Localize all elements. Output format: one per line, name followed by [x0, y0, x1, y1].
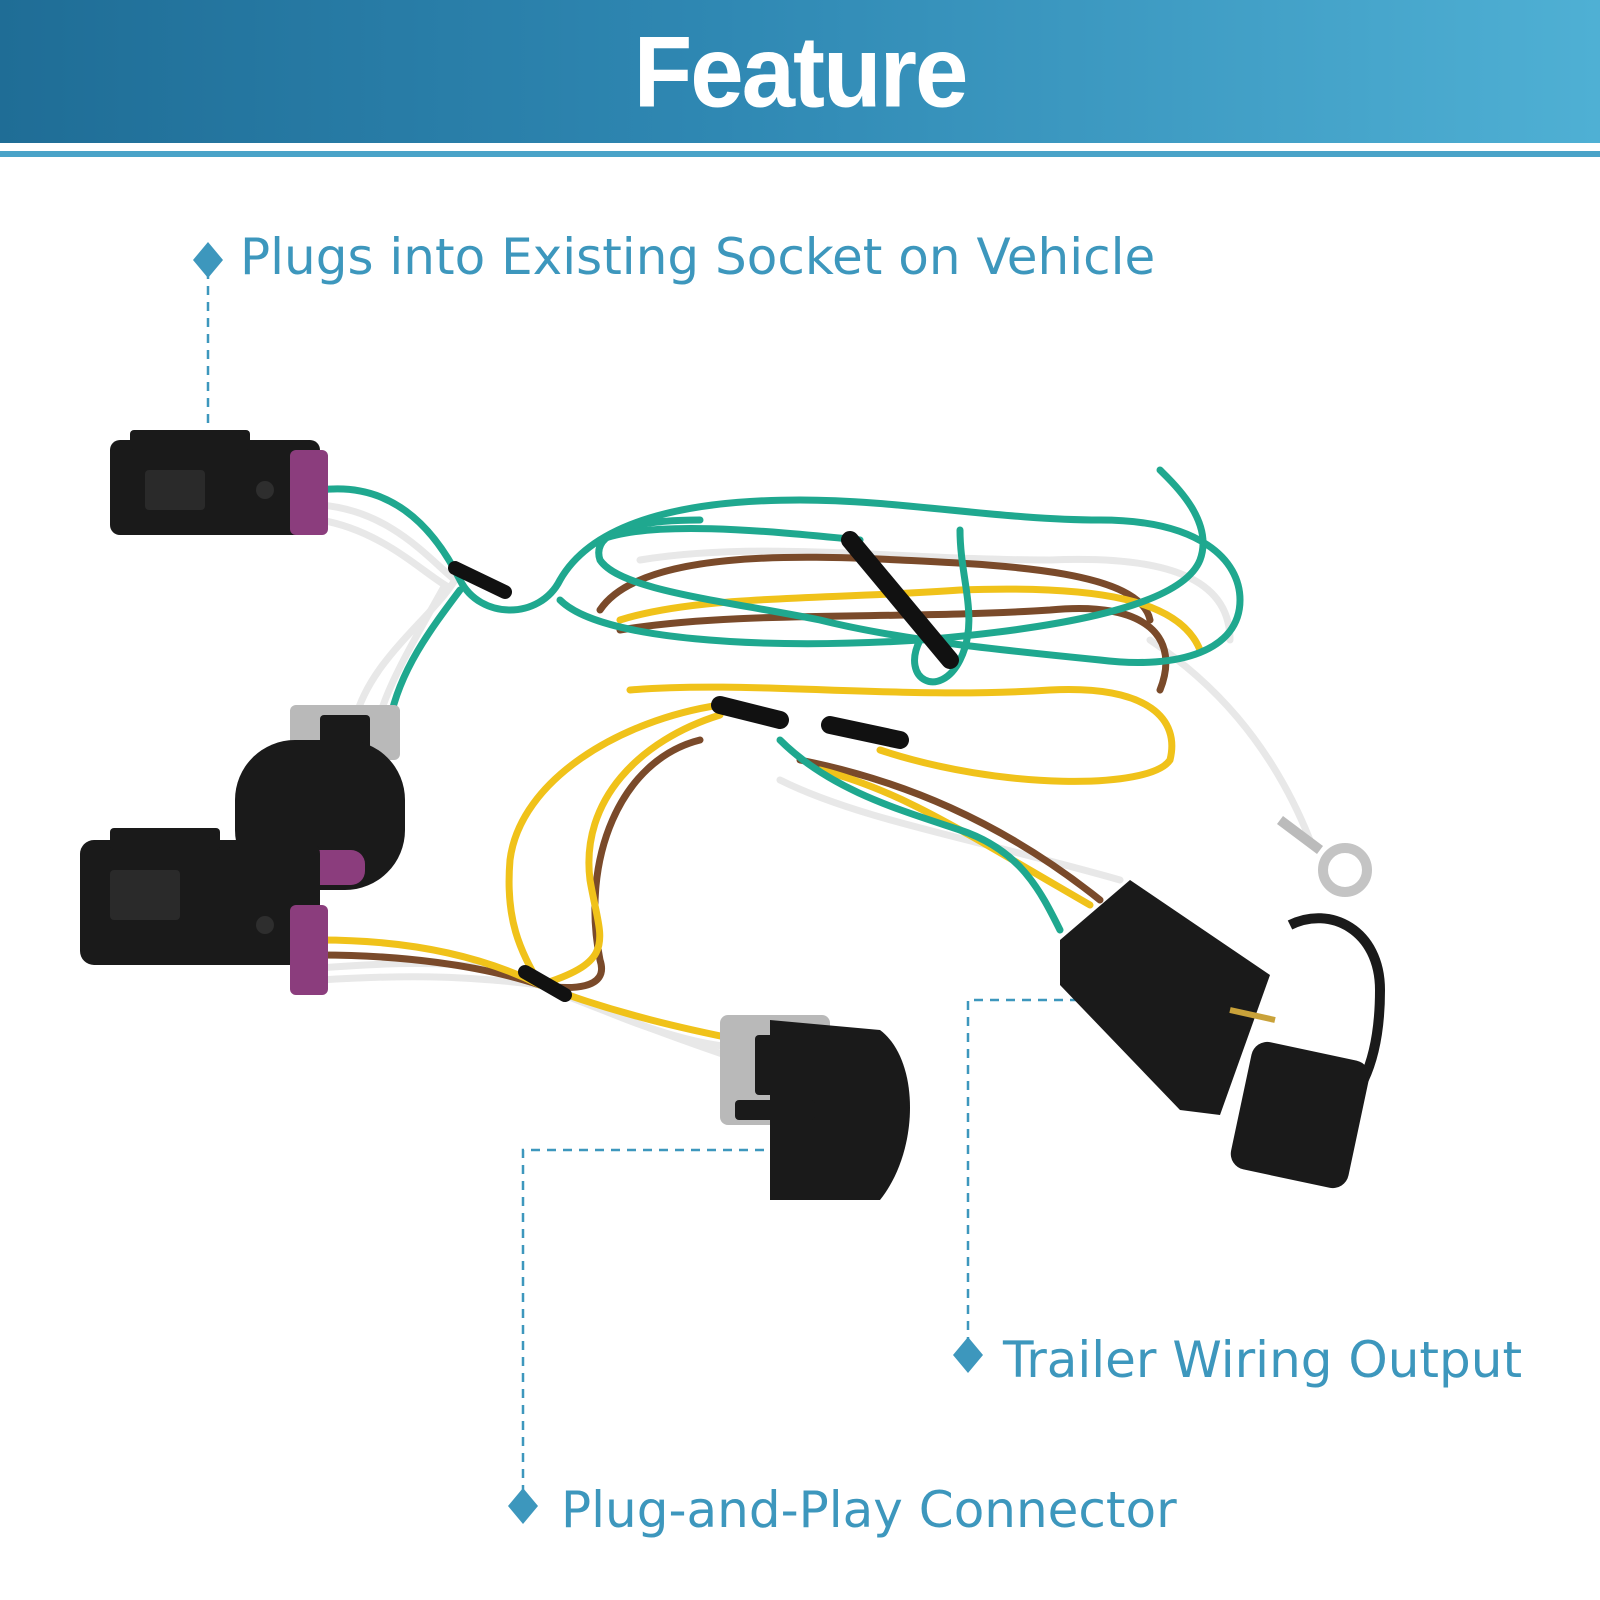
header-banner	[0, 0, 1600, 143]
callout-label-trailer-output: Trailer Wiring Output	[1003, 1331, 1523, 1389]
page-title: Feature	[633, 16, 969, 129]
ring-terminal-icon	[1277, 816, 1372, 897]
vehicle-connector-top-icon	[110, 430, 328, 535]
plug-and-play-connector-icon	[720, 1015, 910, 1200]
diamond-bullet-icon	[193, 242, 223, 278]
trailer-plug-icon	[1060, 880, 1386, 1189]
callout-label-plug-and-play: Plug-and-Play Connector	[561, 1481, 1177, 1539]
callout-label-vehicle-socket: Plugs into Existing Socket on Vehicle	[240, 228, 1156, 286]
diamond-bullet-icon	[953, 1337, 983, 1373]
callout-leader-plug	[521, 1148, 830, 1510]
header-divider	[0, 151, 1600, 157]
diamond-bullet-icon	[508, 1488, 538, 1524]
vehicle-connector-bottom-icon	[80, 828, 328, 995]
